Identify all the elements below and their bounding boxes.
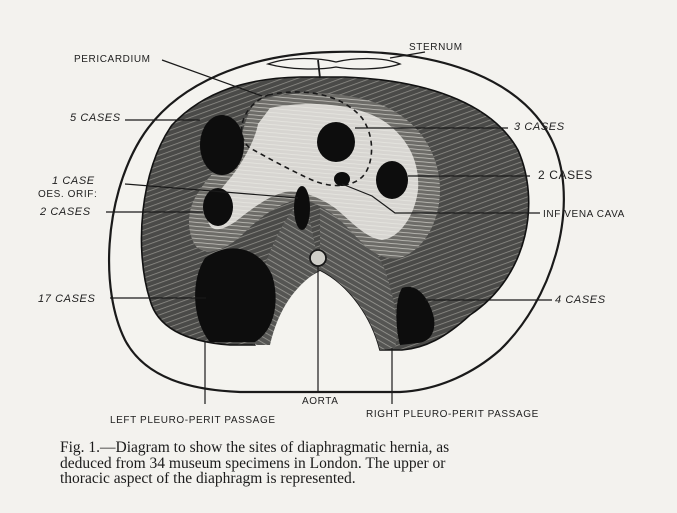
- aorta-opening: [310, 250, 326, 266]
- label-inf-vena-cava: INF VENA CAVA: [543, 209, 625, 220]
- hernia-site-2-cases-left: [203, 188, 233, 226]
- label-oes-orif: OES. ORIF:: [38, 189, 97, 200]
- oesophageal-orifice: [294, 186, 310, 230]
- label-left-passage: LEFT PLEURO-PERIT PASSAGE: [110, 415, 276, 426]
- label-3-cases: 3 CASES: [514, 121, 565, 133]
- label-sternum: STERNUM: [409, 42, 463, 53]
- caption-line-1: Fig. 1.—Diagram to show the sites of dia…: [60, 439, 449, 456]
- figure-caption: Fig. 1.—Diagram to show the sites of dia…: [60, 440, 650, 487]
- caption-line-3: thoracic aspect of the diaphragm is repr…: [60, 470, 356, 487]
- hernia-site-inf-vena-cava: [334, 172, 350, 186]
- label-pericardium: PERICARDIUM: [74, 54, 151, 65]
- label-aorta: AORTA: [302, 396, 339, 407]
- label-17-cases: 17 CASES: [38, 293, 95, 305]
- hernia-site-17-cases: [195, 248, 276, 342]
- label-right-passage: RIGHT PLEURO-PERIT PASSAGE: [366, 409, 539, 420]
- label-4-cases: 4 CASES: [555, 294, 606, 306]
- label-2-cases-left: 2 CASES: [39, 206, 91, 218]
- hernia-site-5-cases: [200, 115, 244, 175]
- label-1-case: 1 CASE: [52, 175, 95, 187]
- hernia-site-3-cases: [317, 122, 355, 162]
- label-5-cases: 5 CASES: [70, 112, 121, 124]
- caption-line-2: deduced from 34 museum specimens in Lond…: [60, 455, 445, 472]
- hernia-site-2-cases-right: [376, 161, 408, 199]
- label-2-cases-right: 2 CASES: [538, 168, 593, 182]
